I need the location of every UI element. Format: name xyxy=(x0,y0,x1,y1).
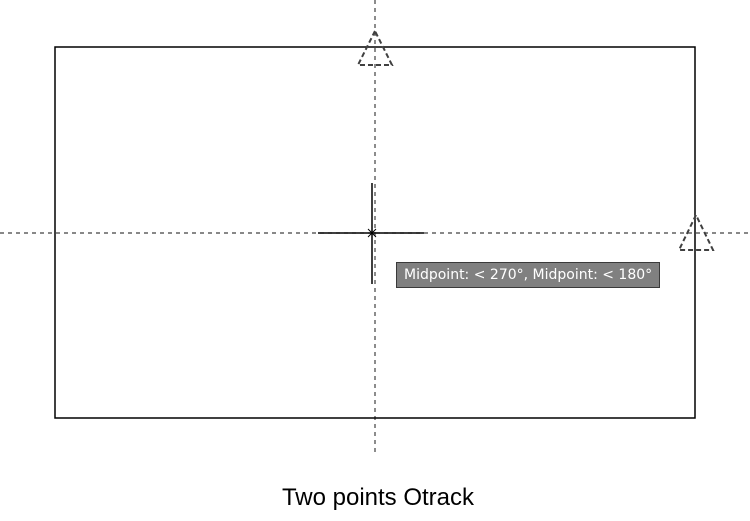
midpoint-marker-right-icon xyxy=(677,212,715,251)
rectangle-object[interactable] xyxy=(54,46,696,419)
midpoint-marker-top-icon xyxy=(356,28,394,66)
crosshair-cursor-icon xyxy=(318,183,424,284)
object-snap-tooltip: Midpoint: < 270°, Midpoint: < 180° xyxy=(396,262,661,288)
figure-caption: Two points Otrack xyxy=(281,484,475,511)
